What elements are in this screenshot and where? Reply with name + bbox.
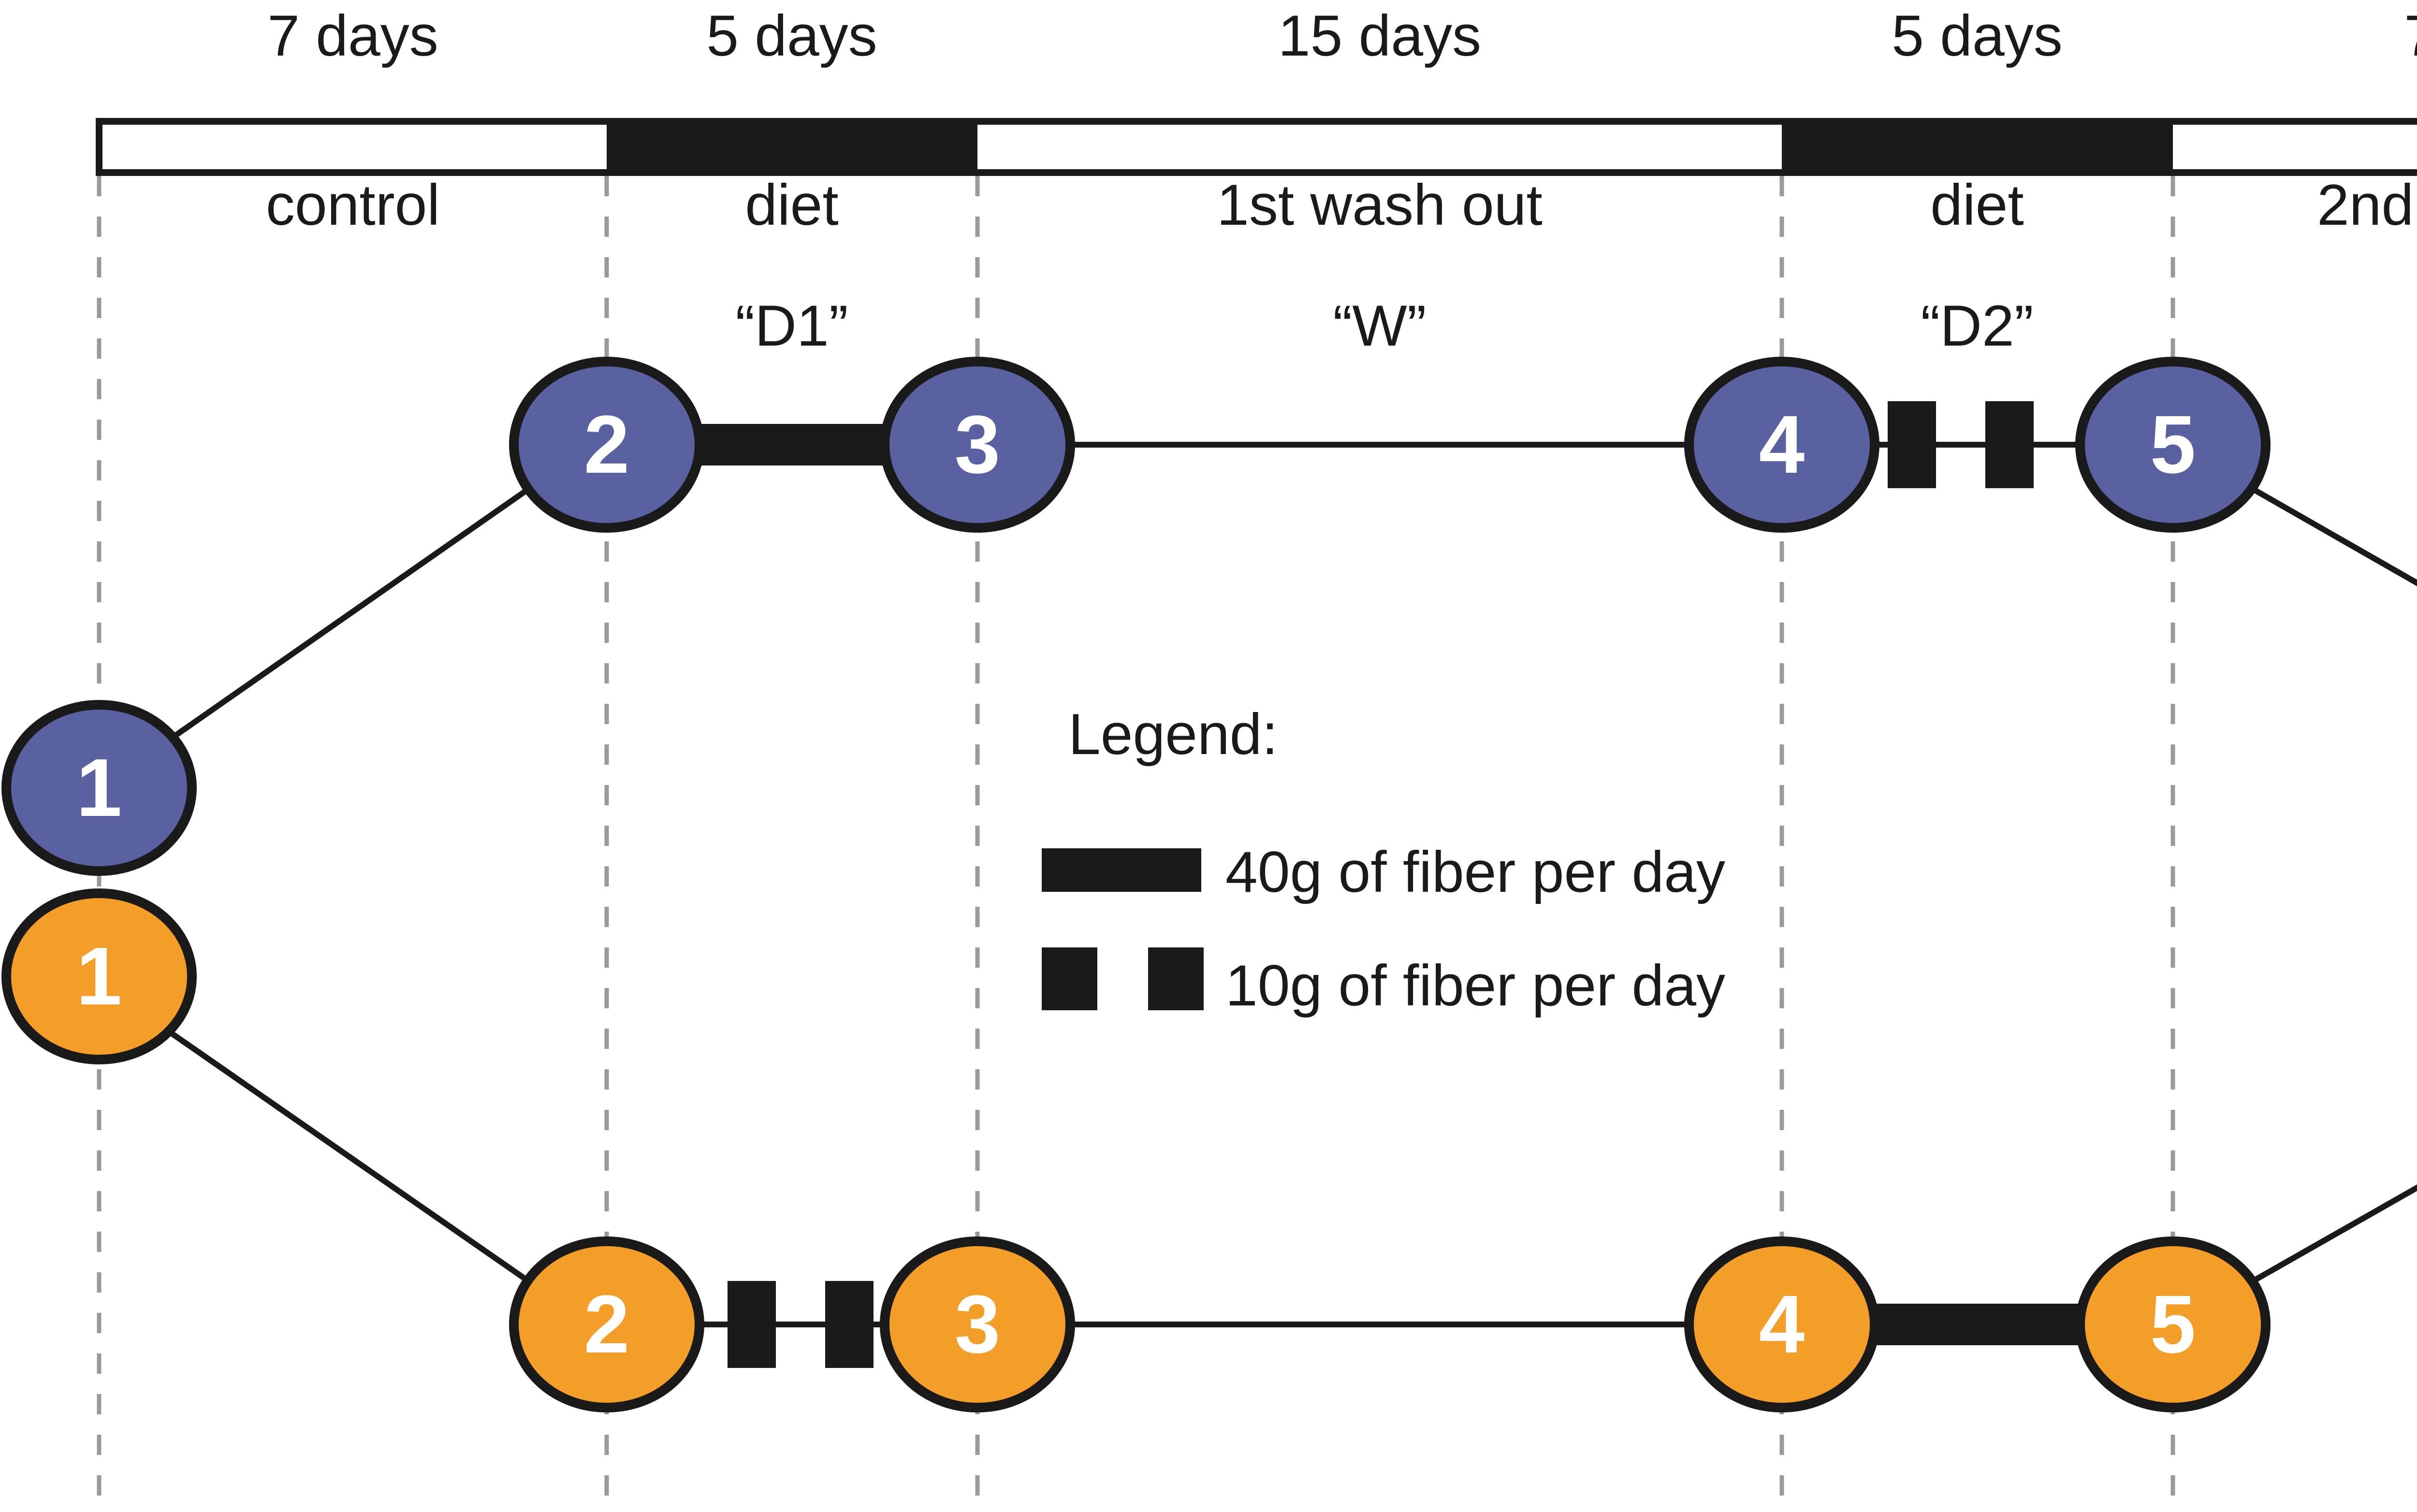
node-a-5-circle[interactable] <box>2075 357 2271 533</box>
node-b-3-circle[interactable] <box>880 1236 1075 1412</box>
timeline-segment-washout-1 <box>977 125 1782 169</box>
node-b-1-label: 1 <box>76 930 122 1022</box>
legend-swatch-solid-icon <box>1042 848 1201 892</box>
phase-label-washout-1: 1st wash out <box>1217 173 1543 237</box>
timeline-segment-washout-2 <box>2173 125 2417 169</box>
node-b-5-label: 5 <box>2150 1279 2196 1370</box>
node-a-5-label: 5 <box>2150 399 2196 491</box>
arm-a-edge-1-2 <box>150 481 539 754</box>
arm-b-nodes: 1 2 3 4 5 6 <box>1 888 2271 1412</box>
arm-b-dash-block-2 <box>825 1281 874 1368</box>
node-a-2[interactable]: 2 <box>509 357 704 533</box>
arm-a-edge-5-6 <box>2242 480 2417 586</box>
node-b-2-circle[interactable] <box>509 1236 704 1412</box>
timeline-segment-control <box>99 125 607 169</box>
timeline-bar <box>96 118 2417 176</box>
timeline-segment-diet-d2 <box>1782 120 2173 174</box>
legend-title: Legend: <box>1068 702 1278 767</box>
phase-label-diet-d1: diet <box>745 173 838 237</box>
node-a-5[interactable]: 5 <box>2075 357 2271 533</box>
phase-label-control: control <box>266 173 440 237</box>
node-a-2-label: 2 <box>584 399 630 491</box>
legend-swatch-dash-icon-b <box>1148 947 1204 1010</box>
phase-label-diet-d2: diet <box>1930 173 2024 237</box>
timeline-segment-diet-d1 <box>607 120 977 174</box>
node-b-5[interactable]: 5 <box>2075 1236 2271 1412</box>
node-b-2-label: 2 <box>584 1279 630 1370</box>
arm-b-edge-1-2 <box>150 1018 539 1289</box>
node-a-4-circle[interactable] <box>1684 357 1879 533</box>
duration-label-5: 7 days <box>2404 3 2417 68</box>
node-a-1-label: 1 <box>76 742 122 834</box>
duration-label-1: 7 days <box>267 3 438 68</box>
node-a-4[interactable]: 4 <box>1684 357 1879 533</box>
node-b-1[interactable]: 1 <box>1 888 197 1064</box>
arm-a-dash-block-2 <box>1985 401 2034 488</box>
duration-label-4: 5 days <box>1892 3 2063 68</box>
arm-a-nodes: 1 2 3 4 5 6 <box>1 357 2271 876</box>
timeline-bar-outline <box>96 118 2417 176</box>
node-a-1[interactable]: 1 <box>1 700 197 876</box>
duration-label-3: 15 days <box>1278 3 1481 68</box>
arm-b-edge-5-6 <box>2242 1184 2417 1290</box>
node-b-3-label: 3 <box>955 1279 1001 1370</box>
legend-label-40g: 40g of fiber per day <box>1225 840 1725 904</box>
arm-a-dash-block-1 <box>1888 401 1936 488</box>
arm-b-dash-block-1 <box>728 1281 776 1368</box>
duration-label-2: 5 days <box>706 3 877 68</box>
legend-swatch-dash-icon-a <box>1042 947 1097 1010</box>
node-a-2-circle[interactable] <box>509 357 704 533</box>
phase-label-washout-2: 2nd wash out <box>2317 173 2417 237</box>
phase-code-d1: “D1” <box>735 293 848 358</box>
node-b-1-circle[interactable] <box>1 888 197 1064</box>
node-b-4[interactable]: 4 <box>1684 1236 1879 1412</box>
node-b-4-circle[interactable] <box>1684 1236 1879 1412</box>
node-a-3[interactable]: 3 <box>880 357 1075 533</box>
phase-code-w: “W” <box>1333 293 1426 358</box>
node-b-2[interactable]: 2 <box>509 1236 704 1412</box>
legend-label-10g: 10g of fiber per day <box>1225 953 1725 1018</box>
legend: Legend: 40g of fiber per day 10g of fibe… <box>1042 702 1725 1018</box>
node-b-3[interactable]: 3 <box>880 1236 1075 1412</box>
node-a-1-circle[interactable] <box>1 700 197 876</box>
node-b-5-circle[interactable] <box>2075 1236 2271 1412</box>
node-b-4-label: 4 <box>1759 1279 1805 1370</box>
phase-code-d2: “D2” <box>1921 293 2033 358</box>
node-a-3-label: 3 <box>955 399 1001 491</box>
guide-lines <box>97 135 2175 1503</box>
node-a-3-circle[interactable] <box>880 357 1075 533</box>
node-a-4-label: 4 <box>1759 399 1805 491</box>
